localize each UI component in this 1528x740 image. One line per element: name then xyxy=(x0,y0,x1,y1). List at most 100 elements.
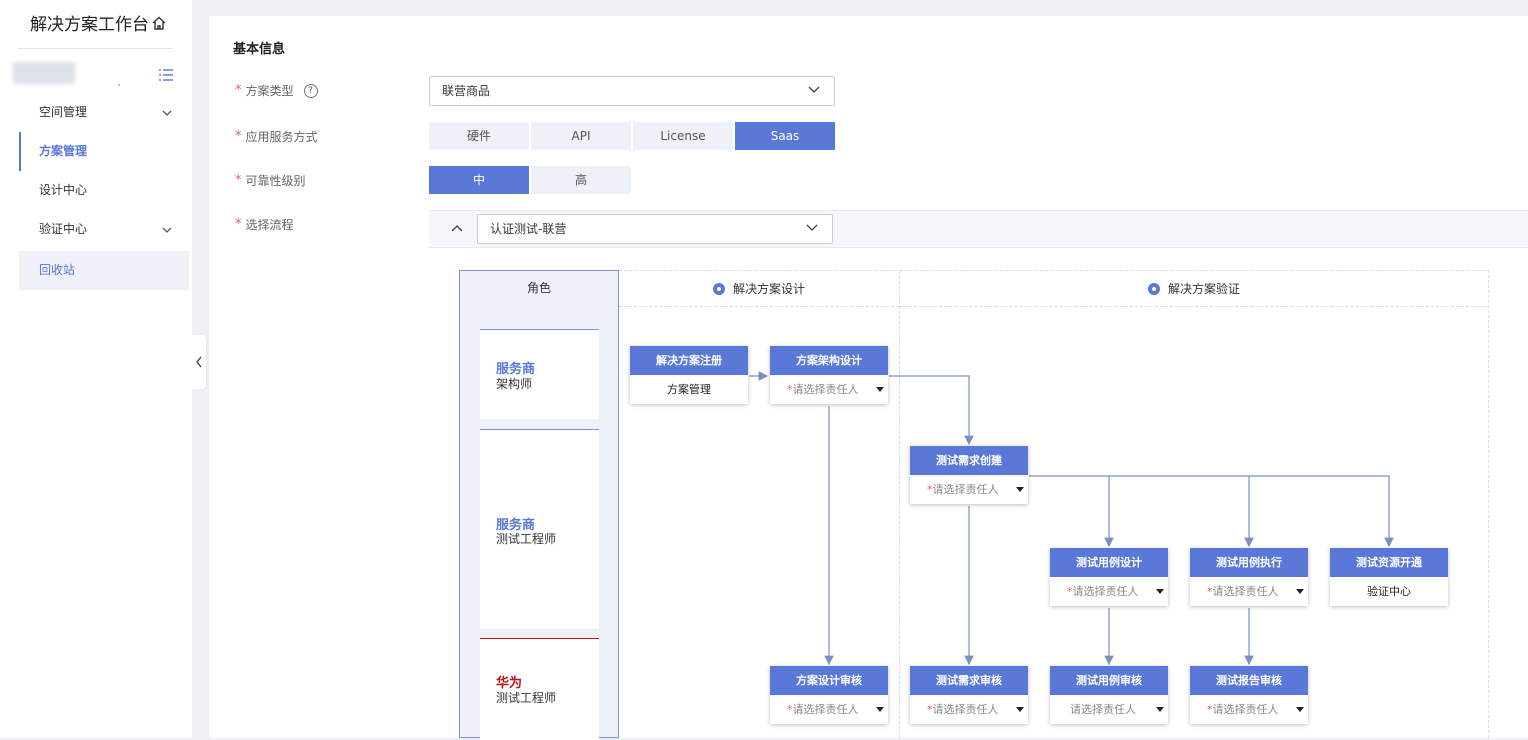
sidebar-item-label: 回收站 xyxy=(39,263,76,277)
app-title-text: 解决方案工作台 xyxy=(30,15,149,35)
decorative-dot xyxy=(118,84,120,86)
required-mark: * xyxy=(235,83,242,98)
role-org: 华为 xyxy=(496,676,523,691)
sidebar-item-space[interactable]: 空间管理 xyxy=(19,93,189,132)
app-title: 解决方案工作台 xyxy=(30,10,167,35)
collapse-sidebar-button[interactable] xyxy=(192,335,206,389)
owner-select[interactable]: *请选择责任人 xyxy=(770,695,888,724)
caret-down-icon xyxy=(1016,707,1024,712)
label-text: 方案类型 xyxy=(245,84,294,98)
label-text: 选择流程 xyxy=(245,218,294,232)
chevron-down-icon xyxy=(806,224,818,231)
phase-area: 解决方案设计 解决方案验证 xyxy=(619,270,1489,739)
reliability-option-high[interactable]: 高 xyxy=(531,166,631,194)
caret-down-icon xyxy=(1296,589,1304,594)
sidebar-item-verify[interactable]: 验证中心 xyxy=(19,210,189,249)
role-job: 测试工程师 xyxy=(496,532,557,546)
caret-down-icon xyxy=(1296,707,1304,712)
service-mode-option-api[interactable]: API xyxy=(531,122,631,150)
caret-down-icon xyxy=(876,707,884,712)
section-title: 基本信息 xyxy=(233,42,286,57)
owner-select[interactable]: *请选择责任人 xyxy=(910,695,1028,724)
node-title: 测试报告审核 xyxy=(1190,666,1308,695)
role-cell: 服务商 架构师 xyxy=(480,329,599,419)
owner-select[interactable]: *请选择责任人 xyxy=(1190,695,1308,724)
phase-divider xyxy=(899,271,900,739)
caret-down-icon xyxy=(876,387,884,392)
owner-select[interactable]: *请选择责任人 xyxy=(1050,577,1168,606)
owner-select[interactable]: *请选择责任人 xyxy=(1190,577,1308,606)
role-job: 架构师 xyxy=(496,377,533,391)
node-resource-open[interactable]: 测试资源开通 验证中心 xyxy=(1330,548,1448,606)
service-mode-option-saas[interactable]: Saas xyxy=(735,122,835,150)
flow-connectors xyxy=(749,371,1394,666)
list-menu-icon[interactable] xyxy=(158,68,174,82)
service-mode-option-hardware[interactable]: 硬件 xyxy=(429,122,529,150)
radio-icon[interactable] xyxy=(1147,282,1160,295)
node-req-review[interactable]: 测试需求审核 *请选择责任人 xyxy=(910,666,1028,724)
scheme-type-label: * 方案类型 ? xyxy=(235,82,318,99)
caret-down-icon xyxy=(1016,487,1024,492)
sidebar-item-label: 空间管理 xyxy=(39,105,88,119)
node-title: 测试需求审核 xyxy=(910,666,1028,695)
node-title: 解决方案注册 xyxy=(630,346,748,375)
node-body: 验证中心 xyxy=(1367,585,1411,598)
label-text: 可靠性级别 xyxy=(245,174,306,188)
scheme-type-select[interactable]: 联营商品 xyxy=(429,76,835,106)
service-mode-option-license[interactable]: License xyxy=(633,122,733,150)
role-column: 角色 服务商 架构师 服务商 测试工程师 华为 测试工程师 xyxy=(459,270,619,740)
node-title: 方案设计审核 xyxy=(770,666,888,695)
node-case-review[interactable]: 测试用例审核 请选择责任人 xyxy=(1050,666,1168,724)
placeholder: 请选择责任人 xyxy=(792,703,859,716)
node-solution-register[interactable]: 解决方案注册 方案管理 xyxy=(630,346,748,404)
placeholder: 请选择责任人 xyxy=(1070,703,1136,716)
service-mode-label: * 应用服务方式 xyxy=(235,128,318,145)
node-title: 测试用例设计 xyxy=(1050,548,1168,577)
home-icon[interactable] xyxy=(151,15,167,31)
role-org: 服务商 xyxy=(496,362,536,377)
node-body: 方案管理 xyxy=(667,383,711,396)
sidebar-item-label: 设计中心 xyxy=(39,183,88,197)
chevron-down-icon xyxy=(808,86,820,93)
node-title: 测试用例审核 xyxy=(1050,666,1168,695)
placeholder: 请选择责任人 xyxy=(1212,703,1279,716)
role-job: 测试工程师 xyxy=(496,691,557,705)
divider xyxy=(18,48,173,49)
chevron-up-icon[interactable] xyxy=(451,223,463,233)
placeholder: 请选择责任人 xyxy=(932,483,999,496)
chevron-left-icon xyxy=(196,356,202,368)
required-mark: * xyxy=(235,217,242,232)
select-value: 联营商品 xyxy=(442,84,491,98)
label-text: 应用服务方式 xyxy=(245,130,318,144)
reliability-label: * 可靠性级别 xyxy=(235,172,306,189)
process-label: * 选择流程 xyxy=(235,216,294,233)
node-title: 方案架构设计 xyxy=(770,346,888,375)
node-title: 测试用例执行 xyxy=(1190,548,1308,577)
process-diagram: 角色 服务商 架构师 服务商 测试工程师 华为 测试工程师 解决方案设计 解决方… xyxy=(459,270,1489,740)
owner-select[interactable]: *请选择责任人 xyxy=(770,375,888,404)
node-case-exec[interactable]: 测试用例执行 *请选择责任人 xyxy=(1190,548,1308,606)
select-value: 认证测试-联营 xyxy=(490,222,567,236)
sidebar-item-design[interactable]: 设计中心 xyxy=(19,171,189,210)
help-icon[interactable]: ? xyxy=(303,83,318,98)
node-arch-design[interactable]: 方案架构设计 *请选择责任人 xyxy=(770,346,888,404)
owner-select[interactable]: *请选择责任人 xyxy=(910,475,1028,504)
node-title: 测试需求创建 xyxy=(910,446,1028,475)
placeholder: 请选择责任人 xyxy=(1072,585,1139,598)
chevron-down-icon xyxy=(162,227,172,233)
reliability-option-medium[interactable]: 中 xyxy=(429,166,529,194)
avatar xyxy=(13,62,75,84)
process-select[interactable]: 认证测试-联营 xyxy=(477,214,833,244)
node-req-create[interactable]: 测试需求创建 *请选择责任人 xyxy=(910,446,1028,504)
node-design-review[interactable]: 方案设计审核 *请选择责任人 xyxy=(770,666,888,724)
node-report-review[interactable]: 测试报告审核 *请选择责任人 xyxy=(1190,666,1308,724)
node-case-design[interactable]: 测试用例设计 *请选择责任人 xyxy=(1050,548,1168,606)
sidebar-item-recycle[interactable]: 回收站 xyxy=(19,251,189,290)
role-cell: 华为 测试工程师 xyxy=(480,638,599,740)
owner-select[interactable]: 请选择责任人 xyxy=(1050,695,1168,724)
radio-icon[interactable] xyxy=(712,282,725,295)
placeholder: 请选择责任人 xyxy=(1212,585,1279,598)
node-title: 测试资源开通 xyxy=(1330,548,1448,577)
sidebar-item-scheme[interactable]: 方案管理 xyxy=(19,132,189,171)
role-org: 服务商 xyxy=(496,518,536,533)
